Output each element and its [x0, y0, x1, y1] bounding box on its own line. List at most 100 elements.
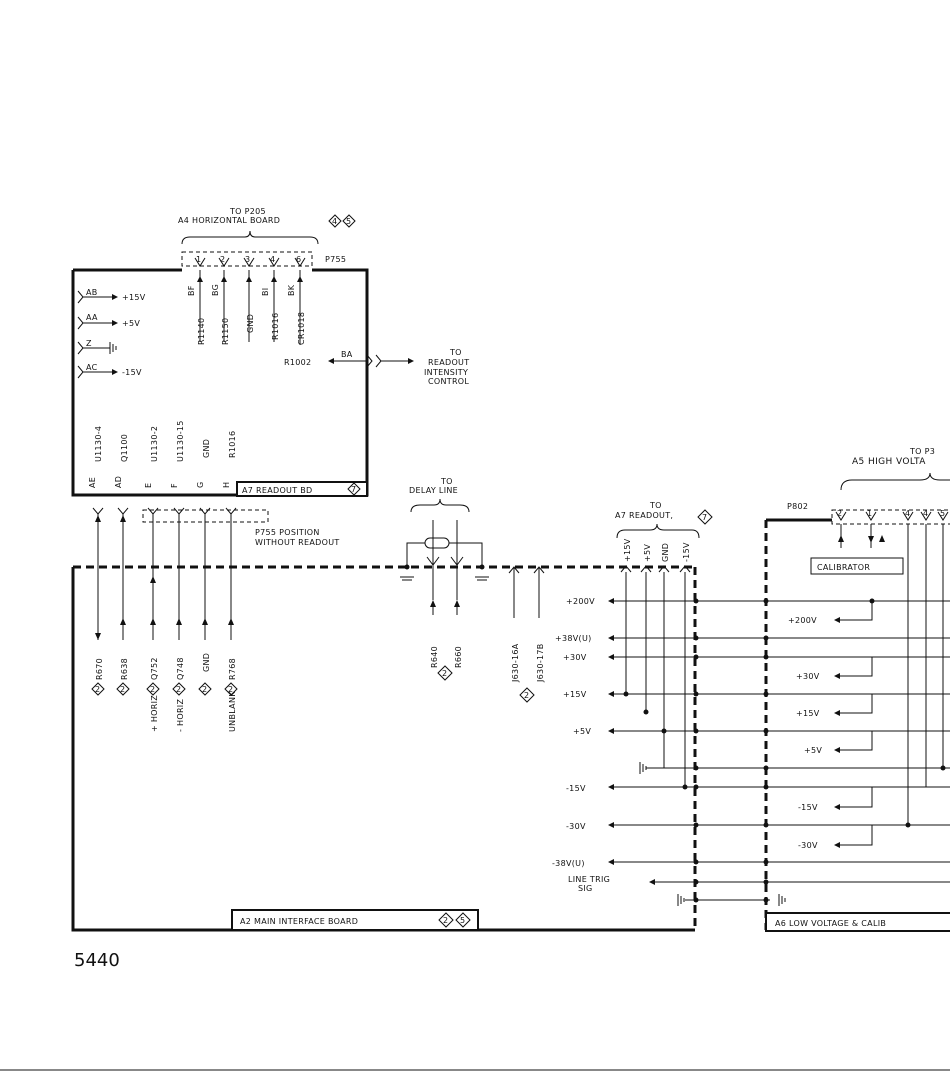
- svg-text:+5V: +5V: [643, 544, 652, 562]
- figure-number: 5440: [74, 950, 120, 971]
- svg-text:+30V: +30V: [563, 653, 587, 662]
- svg-text:2: 2: [220, 255, 225, 264]
- svg-text:+200V: +200V: [788, 616, 817, 625]
- svg-text:+15V: +15V: [563, 690, 587, 699]
- svg-text:+15V: +15V: [623, 538, 632, 562]
- svg-text:H: H: [222, 482, 231, 488]
- svg-text:-15V: -15V: [566, 784, 586, 793]
- svg-text:4: 4: [905, 509, 910, 518]
- svg-text:-15V: -15V: [122, 368, 142, 377]
- a2-label: A2 MAIN INTERFACE BOARD: [240, 917, 358, 926]
- svg-text:2: 2: [202, 685, 207, 694]
- a6-label-box: [765, 912, 950, 932]
- svg-text:1: 1: [867, 509, 872, 518]
- svg-text:BA: BA: [341, 350, 353, 359]
- a5-reference: TO P3 A5 HIGH VOLTA: [840, 447, 950, 491]
- a7-left-pins: AB AA Z AC +15V +5V -15V: [77, 288, 146, 379]
- calibrator-box: [810, 557, 904, 575]
- readout-intensity: BA R1002 TO READOUT INTENSITY CONTROL: [284, 348, 469, 386]
- a2-left-wire-ids: R670 R638 Q752 Q748 GND R768: [95, 653, 237, 680]
- svg-text:J630-17B: J630-17B: [536, 643, 545, 683]
- svg-text:GND: GND: [202, 439, 211, 458]
- svg-text:4: 4: [270, 255, 275, 264]
- svg-text:READOUT: READOUT: [428, 358, 469, 367]
- svg-text:BI: BI: [261, 288, 270, 296]
- wire-gnd-top: GND: [246, 314, 255, 333]
- svg-text:2: 2: [442, 669, 447, 678]
- svg-text:BK: BK: [287, 284, 296, 296]
- svg-text:2: 2: [176, 685, 181, 694]
- svg-text:AE: AE: [88, 477, 97, 488]
- svg-text:-30V: -30V: [798, 841, 818, 850]
- a7-border-right: [236, 268, 369, 497]
- svg-text:J630-16A: J630-16A: [511, 643, 520, 683]
- svg-text:CONTROL: CONTROL: [428, 377, 469, 386]
- svg-text:+15V: +15V: [796, 709, 820, 718]
- svg-text:2: 2: [228, 685, 233, 694]
- delay-label: DELAY LINE: [409, 486, 458, 495]
- a6-board: A6 LOW VOLTAGE & CALIB P802 2 1 4 4 5 CA…: [764, 502, 950, 932]
- svg-text:-15V: -15V: [682, 542, 691, 562]
- p802-outline: [831, 509, 950, 525]
- svg-text:BF: BF: [187, 285, 196, 296]
- a2-main-board: A2 MAIN INTERFACE BOARD 2 5 R670 R638 Q7…: [71, 477, 713, 932]
- svg-text:R768: R768: [228, 658, 237, 680]
- wire-r1140: R1140: [197, 318, 206, 345]
- svg-text:Q1100: Q1100: [120, 434, 129, 462]
- a2-rail-labels: +200V +38V(U) +30V +15V +5V -15V -30V -3…: [552, 597, 610, 893]
- svg-text:+15V: +15V: [122, 293, 146, 302]
- a2-signal-names: + HORIZ - HORIZ UNBLANK: [150, 691, 237, 732]
- p755-plug-outline: [181, 251, 313, 267]
- svg-text:+5V: +5V: [573, 727, 591, 736]
- p802-label: P802: [787, 502, 808, 511]
- svg-text:GND: GND: [661, 543, 670, 562]
- calibrator-label: CALIBRATOR: [817, 563, 870, 572]
- svg-text:2: 2: [524, 691, 529, 700]
- svg-text:2: 2: [443, 916, 448, 925]
- svg-text:Q752: Q752: [150, 657, 159, 680]
- svg-text:INTENSITY: INTENSITY: [424, 368, 468, 377]
- svg-text:TO: TO: [449, 348, 462, 357]
- svg-text:Q748: Q748: [176, 657, 185, 680]
- svg-text:A5 HIGH VOLTA: A5 HIGH VOLTA: [852, 457, 926, 467]
- svg-text:TO P3: TO P3: [909, 447, 935, 456]
- svg-text:R640: R640: [430, 646, 439, 668]
- svg-text:GND: GND: [202, 653, 211, 672]
- svg-text:+200V: +200V: [566, 597, 595, 606]
- ref-diamond-a2-5: 5: [455, 912, 471, 928]
- svg-text:2: 2: [150, 685, 155, 694]
- svg-text:E: E: [144, 483, 153, 488]
- svg-text:+5V: +5V: [122, 319, 140, 328]
- j630-wires: J630-16A J630-17B 2: [508, 566, 545, 703]
- svg-text:U1130-15: U1130-15: [176, 420, 185, 462]
- svg-text:SIG: SIG: [578, 884, 593, 893]
- svg-text:- HORIZ: - HORIZ: [176, 699, 185, 732]
- svg-text:+38V(U): +38V(U): [555, 634, 592, 643]
- svg-text:AC: AC: [86, 363, 98, 372]
- top-wire-labels: R1140 R1150 GND R1016 CR1018: [197, 312, 306, 345]
- svg-text:4: 4: [332, 217, 337, 226]
- svg-text:6: 6: [296, 255, 301, 264]
- svg-text:A7 READOUT,: A7 READOUT,: [615, 511, 673, 520]
- svg-text:4: 4: [923, 509, 928, 518]
- svg-text:2: 2: [95, 685, 100, 694]
- a7-readout-board: A7 READOUT BD 7 1 2 3 4 6 BF BG BI BK: [71, 255, 469, 497]
- svg-text:R1016: R1016: [228, 431, 237, 458]
- svg-text:7: 7: [351, 485, 356, 494]
- svg-text:+ HORIZ: + HORIZ: [150, 695, 159, 732]
- a2-border-left-bottom: [71, 567, 695, 932]
- a2-left-ref-diamonds: 2 2 2 2 2 2: [91, 682, 238, 696]
- svg-text:F: F: [170, 483, 179, 488]
- a2-label-box: [231, 909, 479, 931]
- rail-lines: [608, 598, 950, 906]
- ref-diamond-a2-2: 2: [438, 912, 454, 928]
- svg-text:+30V: +30V: [796, 672, 820, 681]
- a6-label: A6 LOW VOLTAGE & CALIB: [775, 919, 886, 928]
- svg-text:U1130-2: U1130-2: [150, 426, 159, 462]
- svg-text:R1002: R1002: [284, 358, 311, 367]
- svg-text:5: 5: [940, 509, 945, 518]
- a7-bottom-wires: U1130-4 Q1100 U1130-2 U1130-15 GND R1016…: [88, 420, 237, 488]
- top-pin-wires: 1 2 3 4 6: [194, 255, 306, 345]
- top-brace: [181, 230, 319, 245]
